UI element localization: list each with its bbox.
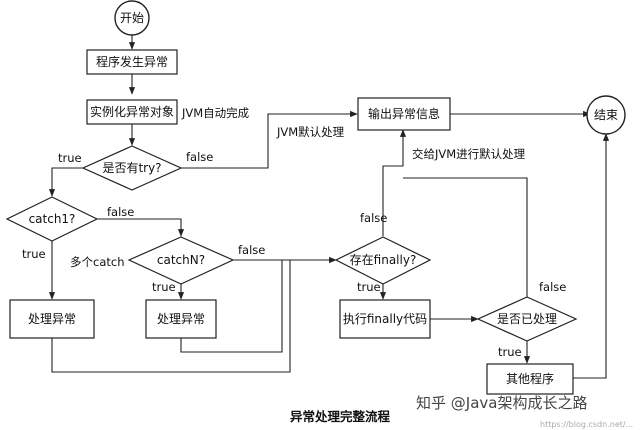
jvm-default-label: JVM默认处理 <box>276 125 345 139</box>
to-jvm-default-label: 交给JVM进行默认处理 <box>412 147 526 161</box>
handled-decision: 是否已处理 <box>476 296 578 342</box>
handled-true-label: true <box>498 345 522 359</box>
handled-label: 是否已处理 <box>497 312 557 326</box>
watermark: 知乎 @Java架构成长之路 <box>416 394 587 412</box>
jvm-auto-label: JVM自动完成 <box>181 106 250 120</box>
occur-label: 程序发生异常 <box>96 54 168 69</box>
other-label: 其他程序 <box>506 371 554 386</box>
diagram-caption: 异常处理完整流程 <box>290 409 391 424</box>
exec-finally-node: 执行finally代码 <box>339 299 431 339</box>
edge-labels: JVM自动完成 JVM默认处理 交给JVM进行默认处理 false true f… <box>22 106 566 359</box>
instantiate-label: 实例化异常对象 <box>90 104 174 119</box>
handled-false-label: false <box>539 280 566 294</box>
edge-other-end <box>573 133 610 379</box>
edge-catch1-false-catchN <box>97 218 185 237</box>
instantiate-node: 实例化异常对象 <box>86 99 178 125</box>
has-finally-decision: 存在finally? <box>334 236 432 285</box>
occur-node: 程序发生异常 <box>86 49 178 75</box>
connectors <box>48 35 610 379</box>
output-label: 输出异常信息 <box>368 106 440 121</box>
catchN-decision: catchN? <box>127 236 235 285</box>
has-try-decision: 是否有try? <box>81 145 183 191</box>
other-node: 其他程序 <box>486 363 574 395</box>
handle1-label: 处理异常 <box>28 312 76 326</box>
catchN-false-label: false <box>238 243 265 257</box>
edge-handled-false-output <box>403 177 528 297</box>
catch1-true-label: true <box>22 247 46 261</box>
handle2-label: 处理异常 <box>157 312 205 326</box>
finally-true-label: true <box>357 280 381 294</box>
catchN-true-label: true <box>152 280 176 294</box>
output-node: 输出异常信息 <box>357 97 451 131</box>
try-true-label: true <box>58 151 82 165</box>
has-finally-label: 存在finally? <box>350 253 417 267</box>
handle2-node: 处理异常 <box>145 299 217 339</box>
end-node: 结束 <box>586 95 626 135</box>
catch1-decision: catch1? <box>5 196 99 242</box>
try-false-label: false <box>186 150 213 164</box>
handle1-node: 处理异常 <box>9 299 95 339</box>
has-try-label: 是否有try? <box>102 161 161 175</box>
end-label: 结束 <box>594 108 618 122</box>
finally-false-label: false <box>360 211 387 225</box>
start-node: 开始 <box>114 0 150 36</box>
catch1-false-label: false <box>107 205 134 219</box>
edge-try-true-catch1 <box>48 167 83 197</box>
catch1-label: catch1? <box>29 212 76 226</box>
catchN-label: catchN? <box>157 253 205 267</box>
edge-try-false-output <box>181 110 358 169</box>
multi-catch-label: 多个catch <box>70 255 125 269</box>
exec-finally-label: 执行finally代码 <box>343 312 427 326</box>
watermark-url: https://blog.csdn.net/... <box>540 420 633 429</box>
edge-handle2-to-finally <box>180 260 283 353</box>
edge-handle1-to-finally <box>51 260 291 373</box>
edge-finally-false-output <box>382 129 407 236</box>
start-label: 开始 <box>120 11 144 25</box>
